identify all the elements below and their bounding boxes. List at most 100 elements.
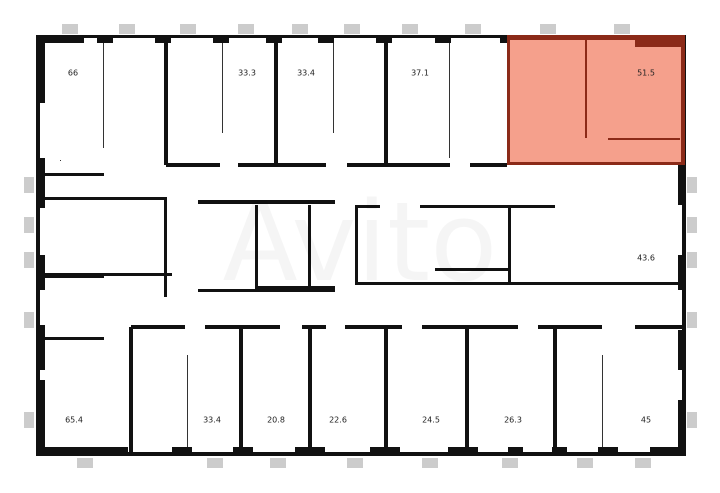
windows xyxy=(24,24,697,468)
window xyxy=(270,458,286,468)
partition-wall xyxy=(129,327,133,455)
wall-pier xyxy=(500,35,508,43)
corridor-wall xyxy=(470,163,507,167)
wall-pier xyxy=(36,158,45,208)
interior-line xyxy=(602,355,603,447)
window xyxy=(24,252,34,268)
wall-pier xyxy=(650,447,686,456)
window xyxy=(502,458,518,468)
selected-apartment-wall xyxy=(608,138,680,140)
partition-wall xyxy=(384,38,388,165)
partition-wall xyxy=(239,327,243,455)
outer-wall xyxy=(36,35,686,38)
window xyxy=(465,24,481,34)
partition-wall xyxy=(164,38,168,165)
wall-pier xyxy=(678,165,686,205)
window xyxy=(540,24,556,34)
corridor-wall xyxy=(131,325,185,329)
partition-wall xyxy=(164,197,167,297)
corridor-wall xyxy=(347,163,450,167)
window xyxy=(238,24,254,34)
core-wall xyxy=(198,200,335,204)
window xyxy=(24,412,34,428)
apartment-area-label[interactable]: 24.5 xyxy=(422,415,440,425)
wall-pier xyxy=(678,400,686,455)
corridor-wall xyxy=(538,325,602,329)
apartment-area-label[interactable]: 45 xyxy=(640,415,652,425)
core-wall xyxy=(378,282,508,285)
wall-pier xyxy=(318,35,334,43)
partition-wall xyxy=(553,327,557,455)
apartment-area-label[interactable]: 51.5 xyxy=(637,68,655,78)
apartment-area-label[interactable]: 65.4 xyxy=(65,415,83,425)
window xyxy=(687,177,697,193)
partition-wall xyxy=(465,327,469,455)
outer-wall xyxy=(682,35,686,455)
window xyxy=(62,24,78,34)
wall-pier xyxy=(97,35,113,43)
selected-apartment-fill[interactable] xyxy=(507,35,685,165)
window xyxy=(577,458,593,468)
wall-pier xyxy=(36,447,128,456)
window xyxy=(24,312,34,328)
core-wall xyxy=(355,282,380,285)
core-wall xyxy=(435,268,510,271)
apartment-area-label[interactable]: 33.3 xyxy=(238,68,256,78)
selected-apartment-wall xyxy=(507,162,685,165)
core-wall xyxy=(508,205,511,285)
apartment-area-label[interactable]: 33.4 xyxy=(203,415,221,425)
outer-wall xyxy=(36,452,686,456)
window xyxy=(347,458,363,468)
apartment-area-label[interactable]: 22.6 xyxy=(329,415,347,425)
window xyxy=(119,24,135,34)
apartment-area-label[interactable]: 43.6 xyxy=(637,253,655,263)
apartment-area-label[interactable]: 20.8 xyxy=(267,415,285,425)
window xyxy=(77,458,93,468)
watermark: Avito xyxy=(223,178,498,306)
window xyxy=(344,24,360,34)
window xyxy=(614,24,630,34)
outer-wall xyxy=(36,35,40,455)
corridor-wall xyxy=(166,163,220,167)
interior-line xyxy=(60,160,61,161)
wall-pier xyxy=(552,447,567,456)
window xyxy=(687,252,697,268)
wall-pier xyxy=(213,35,229,43)
apartment-area-label[interactable]: 33.4 xyxy=(297,68,315,78)
core-wall xyxy=(355,205,358,285)
interior-lines xyxy=(60,43,603,447)
wall-pier xyxy=(598,447,618,456)
wall-pier xyxy=(36,255,45,290)
core-wall xyxy=(682,205,684,207)
corridor-wall xyxy=(422,325,518,329)
partition-wall xyxy=(42,197,167,200)
partition-wall xyxy=(384,327,388,455)
wall-pier xyxy=(448,447,478,456)
wall-pier xyxy=(508,447,523,456)
window xyxy=(422,458,438,468)
selected-apartment-wall xyxy=(507,35,510,165)
partition-wall xyxy=(42,173,104,176)
wall-pier xyxy=(36,325,45,370)
partition-wall xyxy=(42,275,104,278)
partition-wall xyxy=(42,273,172,276)
apartment-area-label[interactable]: 37.1 xyxy=(411,68,429,78)
apartment-area-label[interactable]: 26.3 xyxy=(504,415,522,425)
window xyxy=(207,458,223,468)
apartment-area-label[interactable]: 66 xyxy=(67,68,79,78)
wall-pier xyxy=(678,255,686,290)
interior-line xyxy=(333,43,334,133)
wall-pier xyxy=(107,447,127,456)
interior-line xyxy=(187,355,188,447)
wall-pier xyxy=(172,447,192,456)
wall-pier xyxy=(36,380,45,455)
interior-line xyxy=(449,43,450,158)
wall-pier xyxy=(155,35,171,43)
core-wall xyxy=(255,205,258,290)
corridor-wall xyxy=(345,325,402,329)
corridor-wall xyxy=(205,325,280,329)
window xyxy=(180,24,196,34)
wall-pier xyxy=(678,330,686,370)
window xyxy=(24,177,34,193)
